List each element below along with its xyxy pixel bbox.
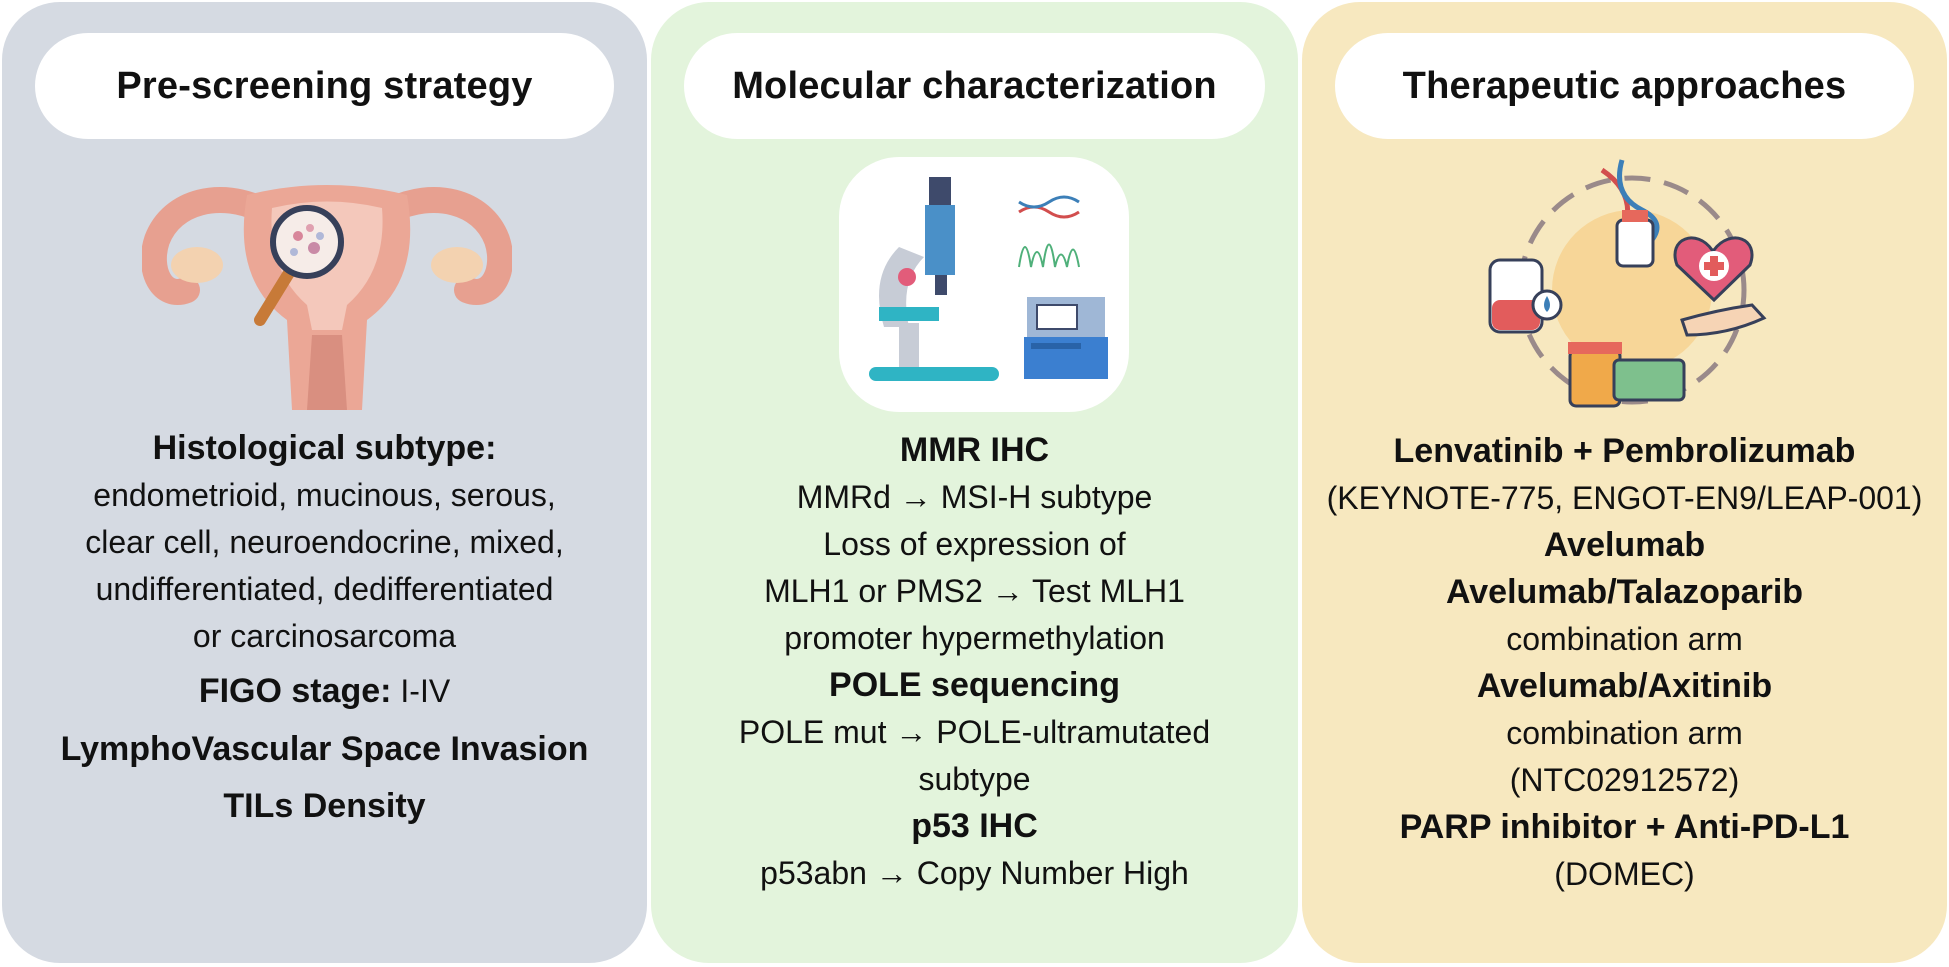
mmr-heading: MMR IHC [899,431,1050,469]
histology-line: endometrioid, mucinous, serous, [93,477,556,513]
uterus-magnifier-icon [142,185,512,410]
therapy-heading: PARP inhibitor + Anti-PD-L1 [1399,808,1850,846]
panel-molecular: Molecular characterization MMR IHC MMRd … [651,2,1298,963]
lvsi-label: LymphoVascular Space Invasion [60,730,589,768]
mmr-line: MMRd → MSI-H subtype [796,479,1153,515]
therapy-line: (KEYNOTE-775, ENGOT-EN9/LEAP-001) [1326,480,1923,516]
panel-1-text: Histological subtype: endometrioid, muci… [2,425,647,837]
therapy-heading: Lenvatinib + Pembrolizumab [1393,432,1856,470]
pole-line: POLE mut → POLE-ultramutated [738,714,1211,750]
pole-heading: POLE sequencing [829,666,1120,704]
panel-2-text: MMR IHC MMRd → MSI-H subtype Loss of exp… [651,427,1298,897]
panel-title: Molecular characterization [684,33,1265,139]
panel-therapeutic: Therapeutic approaches Lenvatinib + Pemb… [1302,2,1947,963]
histology-line: or carcinosarcoma [192,618,457,654]
tils-label: TILs Density [223,787,426,825]
histology-line: undifferentiated, dedifferentiated [95,571,554,607]
mmr-line: Loss of expression of [823,526,1126,562]
pole-line: subtype [918,761,1031,797]
panel-3-text: Lenvatinib + Pembrolizumab (KEYNOTE-775,… [1302,428,1947,898]
therapy-line: combination arm [1506,715,1743,751]
p53-line: p53abn → Copy Number High [760,855,1189,891]
figo-value: I-IV [391,673,451,709]
therapy-heading: Avelumab/Axitinib [1476,667,1773,705]
therapy-line: (NTC02912572) [1509,762,1740,798]
p53-heading: p53 IHC [911,807,1038,845]
panel-title: Pre-screening strategy [35,33,614,139]
therapy-line: (DOMEC) [1554,856,1695,892]
mmr-line: promoter hypermethylation [784,620,1165,656]
therapy-heading: Avelumab/Talazoparib [1445,573,1804,611]
microscope-sequencer-icon [839,157,1129,412]
therapy-line: combination arm [1506,621,1743,657]
figo-stage: FIGO stage: I-IV [2,668,647,715]
histology-heading: Histological subtype: [152,429,497,467]
therapy-cycle-icon [1488,159,1767,408]
mmr-line: MLH1 or PMS2 → Test MLH1 [764,573,1185,609]
panel-title: Therapeutic approaches [1335,33,1914,139]
panel-pre-screening: Pre-screening strategy Histological subt… [2,2,647,963]
figo-label: FIGO stage: [198,672,392,710]
therapy-heading: Avelumab [1543,526,1706,564]
histology-line: clear cell, neuroendocrine, mixed, [85,524,564,560]
